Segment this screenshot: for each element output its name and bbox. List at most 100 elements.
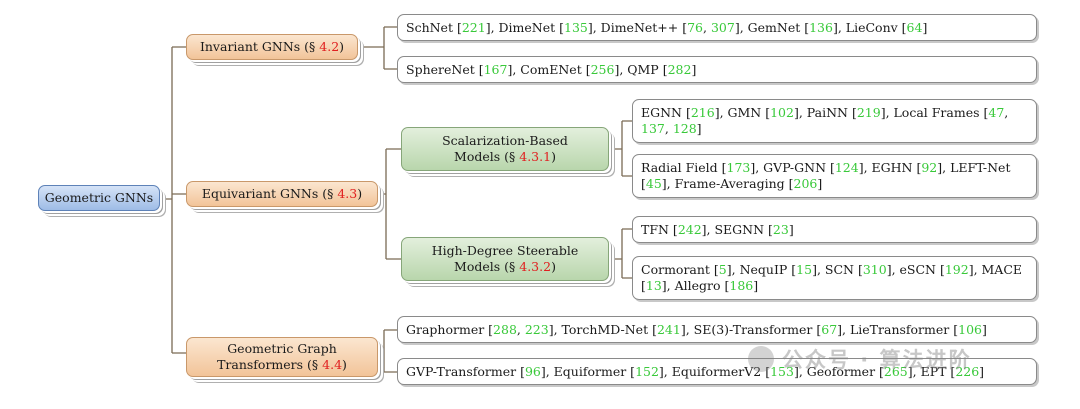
citation-ref[interactable]: 23	[772, 221, 789, 237]
leaf-text-run: SchNet [	[406, 19, 462, 35]
leaf-text-run: EGNN [	[641, 105, 691, 120]
leaf-text-run: GVP-Transformer [	[406, 363, 525, 379]
leaf-text-run: ], eSCN [	[886, 262, 945, 277]
steerable-section-ref[interactable]: 4.3.2	[519, 259, 552, 274]
citation-ref[interactable]: 219	[856, 105, 881, 120]
leaf-scalarization-1: EGNN [216], GMN [102], PaiNN [219], Loca…	[632, 99, 1037, 143]
leaf-text-run: ]	[788, 221, 794, 237]
leaf-text-run: ]	[981, 321, 987, 337]
citation-ref[interactable]: 216	[690, 105, 715, 120]
leaf-text: Graphormer [288, 223], TorchMD-Net [241]…	[406, 322, 987, 338]
citation-ref[interactable]: 64	[906, 19, 923, 35]
leaf-text-run: TFN [	[641, 221, 678, 237]
leaf-text-run: ]	[696, 121, 702, 136]
leaf-text-run: ], Equiformer [	[540, 363, 636, 379]
leaf-text-run: ], SE(3)-Transformer [	[680, 321, 822, 337]
citation-ref[interactable]: 13	[645, 278, 662, 293]
leaf-steerable-1: TFN [242], SEGNN [23]	[632, 216, 1037, 243]
citation-ref[interactable]: 221	[461, 19, 486, 35]
citation-ref[interactable]: 226	[955, 363, 980, 379]
citation-ref[interactable]: 15	[796, 262, 813, 277]
citation-ref[interactable]: 137	[641, 121, 665, 136]
citation-ref[interactable]: 135	[564, 19, 588, 35]
leaf-text-run: ], SEGNN [	[701, 221, 773, 237]
leaf-transformers-2: GVP-Transformer [96], Equiformer [152 ], …	[397, 358, 1037, 385]
leaf-transformers-1: Graphormer [288, 223], TorchMD-Net [241]…	[397, 316, 1037, 343]
leaf-text-run: ], DimeNet [	[485, 19, 564, 35]
citation-ref[interactable]: 45	[645, 176, 662, 191]
citation-ref[interactable]: 282	[667, 61, 692, 77]
steerable-label-line1: High-Degree Steerable	[431, 243, 579, 258]
citation-ref[interactable]: 223	[524, 321, 549, 337]
leaf-text-run: ], Geoformer [	[793, 363, 884, 379]
citation-ref[interactable]: 153	[770, 363, 794, 379]
leaf-text-run: Radial Field [	[641, 160, 727, 175]
leaf-text-run: ], ComENet [	[507, 61, 591, 77]
leaf-text: Cormorant [5], NequIP [15], SCN [310], e…	[641, 262, 1028, 294]
connector-equivariant	[380, 148, 401, 260]
steerable-label-line2: Models (§	[454, 259, 520, 274]
connector-transformers	[380, 329, 397, 373]
leaf-text-run: ], PaiNN [	[793, 105, 857, 120]
leaf-text-run: ], GMN [	[714, 105, 771, 120]
connector-steerable	[610, 228, 632, 279]
citation-ref[interactable]: 307	[710, 19, 735, 35]
leaf-scalarization-2: Radial Field [173], GVP-GNN [124], EGHN …	[632, 154, 1037, 198]
citation-ref[interactable]: 136	[809, 19, 833, 35]
equivariant-label: Equivariant GNNs (§	[201, 186, 338, 201]
citation-ref[interactable]: 152	[635, 363, 659, 379]
leaf-text-run: ], GemNet [	[734, 19, 810, 35]
leaf-text-run: ], TorchMD-Net [	[548, 321, 657, 337]
citation-ref[interactable]: 76	[687, 19, 704, 35]
citation-ref[interactable]: 67	[821, 321, 838, 337]
citation-ref[interactable]: 128	[672, 121, 697, 136]
scalarization-label-line2: Models (§	[454, 149, 520, 164]
transformers-section-ref[interactable]: 4.4	[322, 357, 343, 372]
citation-ref[interactable]: 241	[656, 321, 681, 337]
citation-ref[interactable]: 173	[726, 160, 751, 175]
leaf-invariant-2: SphereNet [167], ComENet [256], QMP [282…	[397, 56, 1037, 83]
citation-ref[interactable]: 186	[729, 278, 754, 293]
leaf-text-run: ], DimeNet++ [	[587, 19, 688, 35]
citation-ref[interactable]: 242	[677, 221, 702, 237]
invariant-section-ref[interactable]: 4.2	[319, 39, 340, 54]
citation-ref[interactable]: 192	[944, 262, 969, 277]
connector-scalarization	[610, 120, 632, 177]
transformers-label-line1: Geometric Graph	[227, 341, 337, 356]
leaf-text-run: ,	[1004, 105, 1009, 120]
invariant-label: Invariant GNNs (§	[199, 39, 320, 54]
leaf-text-run: ,	[703, 19, 711, 35]
root-label: Geometric GNNs	[44, 190, 154, 205]
citation-ref[interactable]: 167	[483, 61, 508, 77]
watermark: 公众号 · 算法进阶	[782, 348, 972, 372]
connector-root	[160, 46, 186, 354]
leaf-text-run: ]	[979, 363, 985, 379]
leaf-text-run: ]	[753, 278, 759, 293]
citation-ref[interactable]: 102	[770, 105, 794, 120]
citation-ref[interactable]: 124	[834, 160, 859, 175]
citation-ref[interactable]: 96	[524, 363, 541, 379]
citation-ref[interactable]: 310	[862, 262, 887, 277]
leaf-text-run: ], MACE [	[641, 262, 1023, 293]
leaf-text-run: ]	[922, 19, 928, 35]
leaf-text-run: ], Frame-Averaging [	[661, 176, 794, 191]
citation-ref[interactable]: 288	[493, 321, 517, 337]
citation-ref[interactable]: 256	[590, 61, 615, 77]
leaf-text-run: ,	[516, 321, 525, 337]
wechat-logo-icon	[748, 346, 774, 372]
citation-ref[interactable]: 92	[921, 160, 938, 175]
leaf-steerable-2: Cormorant [5], NequIP [15], SCN [310], e…	[632, 256, 1037, 300]
citation-ref[interactable]: 265	[883, 363, 908, 379]
scalarization-label-line1: Scalarization-Based	[442, 133, 568, 148]
equivariant-section-ref[interactable]: 4.3	[337, 186, 358, 201]
leaf-text-run: ], Allegro [	[661, 278, 730, 293]
citation-ref[interactable]: 47	[988, 105, 1005, 120]
citation-ref[interactable]: 106	[958, 321, 982, 337]
transformers-label-line2: Transformers (§	[217, 357, 323, 372]
leaf-text: EGNN [216], GMN [102], PaiNN [219], Loca…	[641, 105, 1028, 137]
citation-ref[interactable]: 206	[793, 176, 818, 191]
scalarization-section-ref[interactable]: 4.3.1	[519, 149, 552, 164]
category-geometric-graph-transformers: Geometric Graph Transformers (§ 4.4)	[186, 337, 378, 377]
citation-ref[interactable]: 5	[718, 262, 727, 277]
